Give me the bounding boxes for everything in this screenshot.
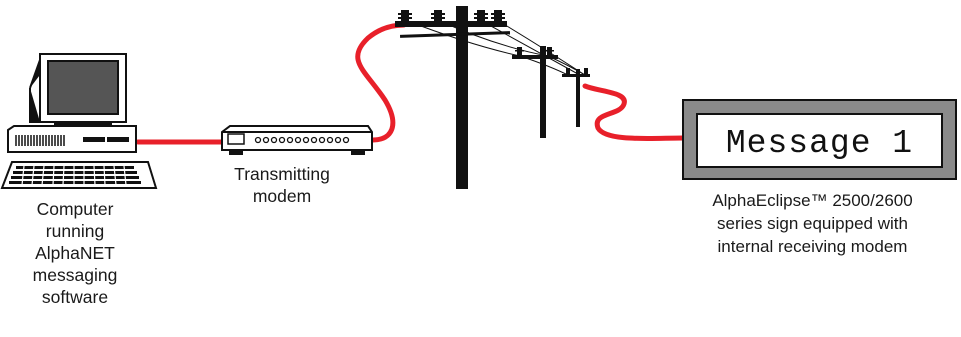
sign-message-text: Message 1 (726, 125, 913, 162)
cables (138, 25, 683, 142)
sign-label: AlphaEclipse™ 2500/2600 series sign equi… (670, 189, 955, 258)
modem-label: Transmitting modem (212, 163, 352, 207)
message-sign: Message 1 (683, 100, 956, 179)
modem-icon (222, 126, 372, 154)
cable-modem-to-pole (358, 25, 404, 140)
computer-icon (2, 54, 156, 188)
telephone-pole-icon (395, 6, 590, 189)
computer-label: Computer running AlphaNET messaging soft… (0, 198, 150, 308)
cable-pole-to-sign (585, 86, 683, 139)
